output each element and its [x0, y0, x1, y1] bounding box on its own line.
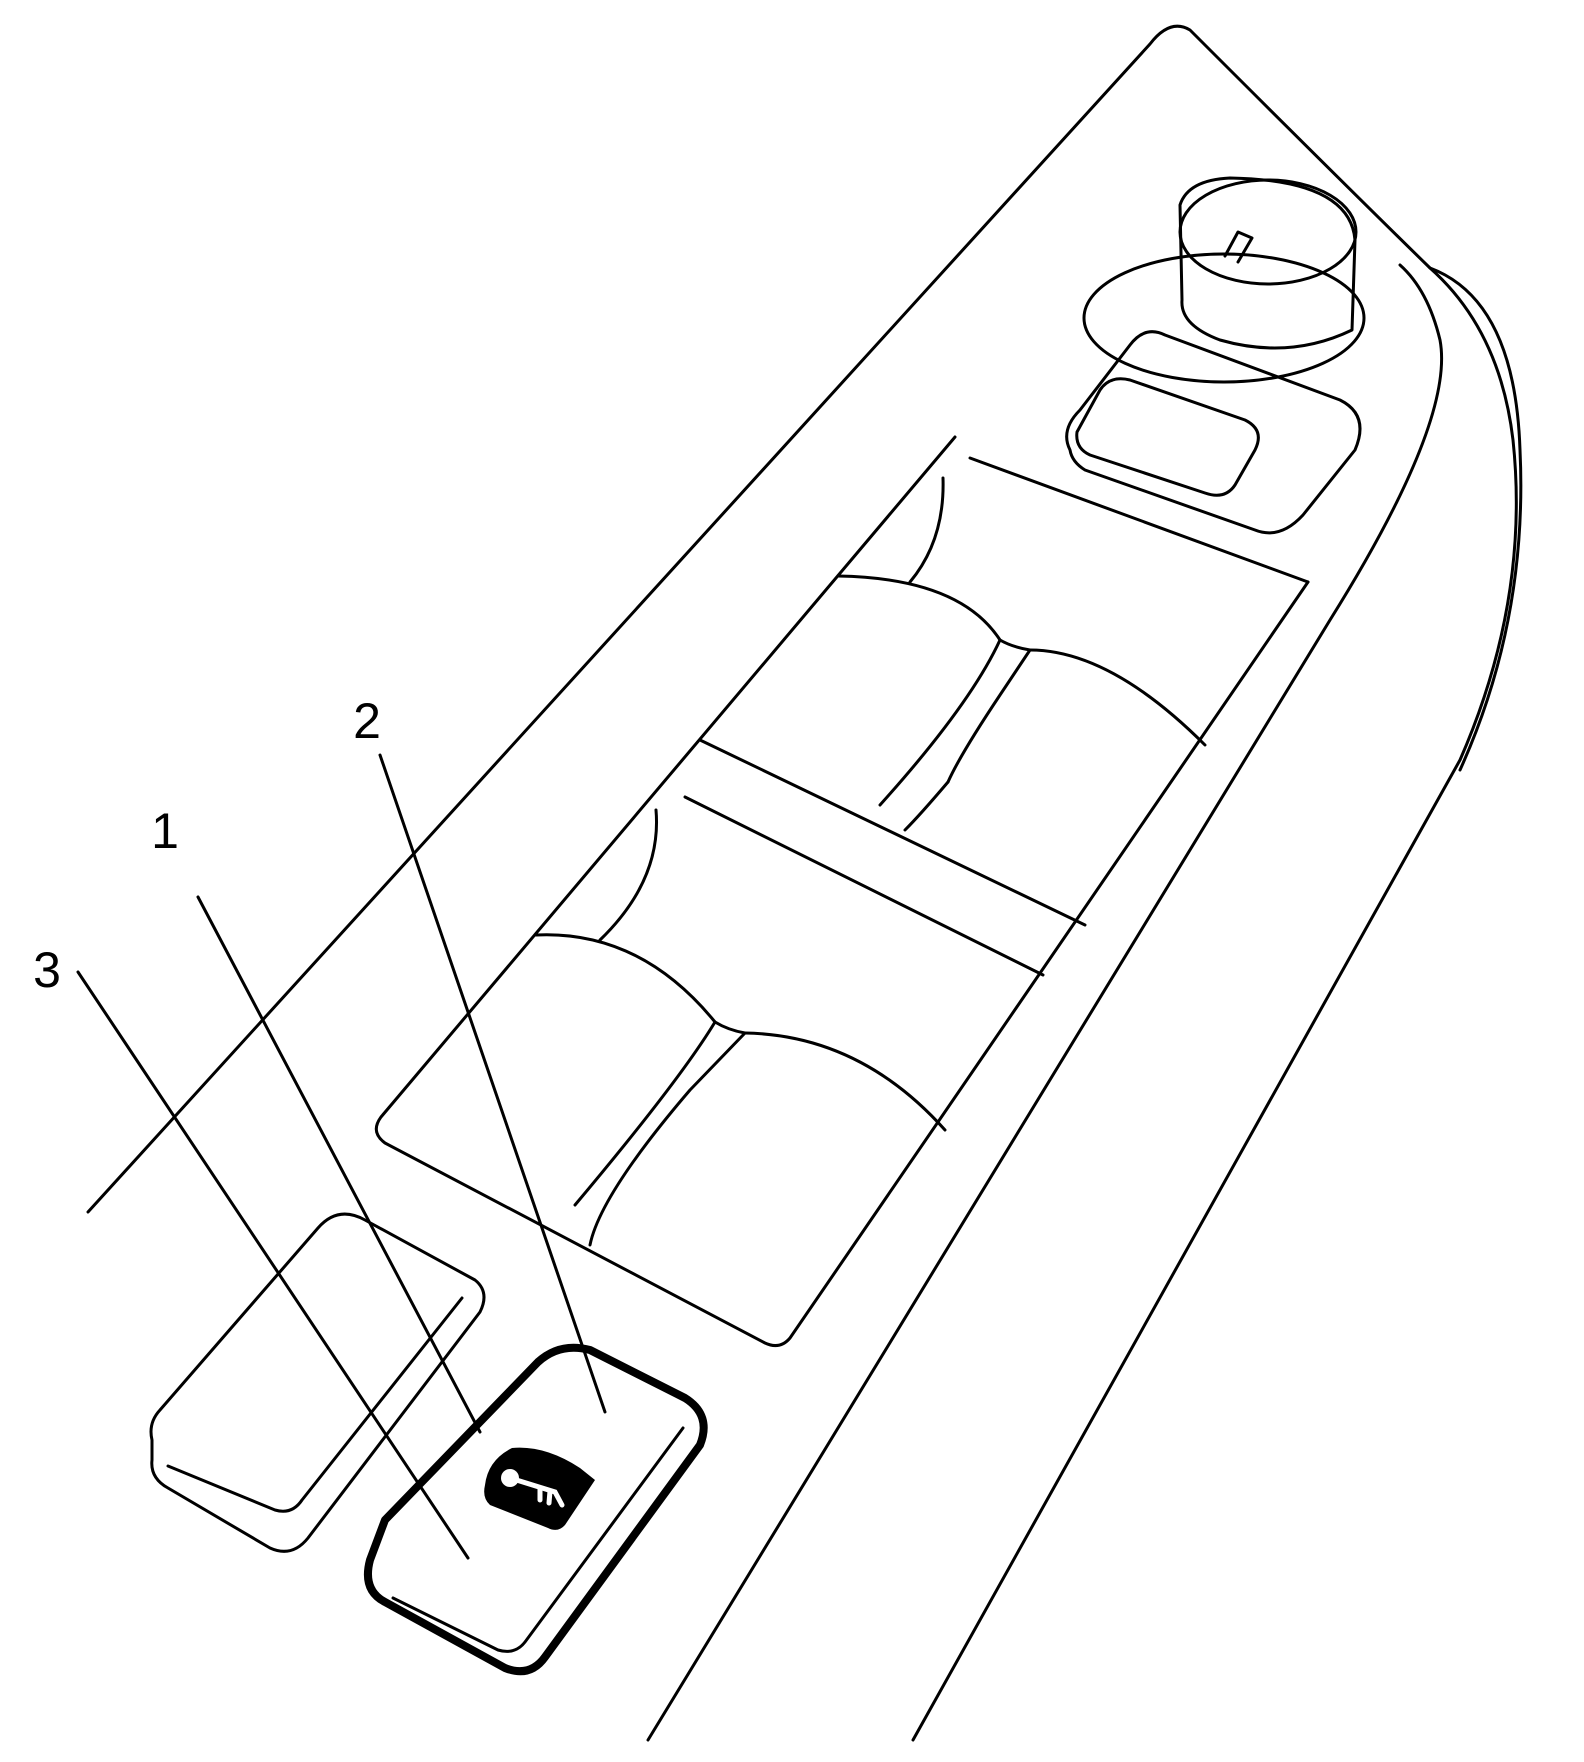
- storage-pocket: [149, 1212, 486, 1553]
- window-switch-rear: [534, 795, 1045, 1247]
- callout-1-leader: [196, 895, 482, 1434]
- lock-key-icon: [484, 1447, 595, 1530]
- mirror-knob-body: [1178, 176, 1357, 350]
- window-switch-bezel: [374, 435, 1310, 1348]
- callout-3-leader: [76, 970, 470, 1560]
- window-switch-front: [698, 476, 1207, 927]
- mirror-knob-top: [1178, 178, 1358, 286]
- window-lockout-switch: [363, 1343, 708, 1676]
- mirror-select-button: [1075, 377, 1260, 497]
- callout-leaders: [76, 753, 607, 1560]
- callout-2-leader: [378, 753, 607, 1414]
- callout-2-label: 2: [353, 693, 381, 749]
- mirror-control-base: [1065, 330, 1362, 535]
- armrest-trim: [86, 24, 1523, 1742]
- callout-1-label: 1: [151, 803, 179, 859]
- mirror-knob-indicator: [1223, 230, 1254, 264]
- mirror-control-assembly: [1065, 176, 1366, 535]
- callout-labels: 1 2 3: [33, 693, 381, 998]
- callout-3-label: 3: [33, 942, 61, 998]
- mirror-knob-collar: [1082, 252, 1366, 384]
